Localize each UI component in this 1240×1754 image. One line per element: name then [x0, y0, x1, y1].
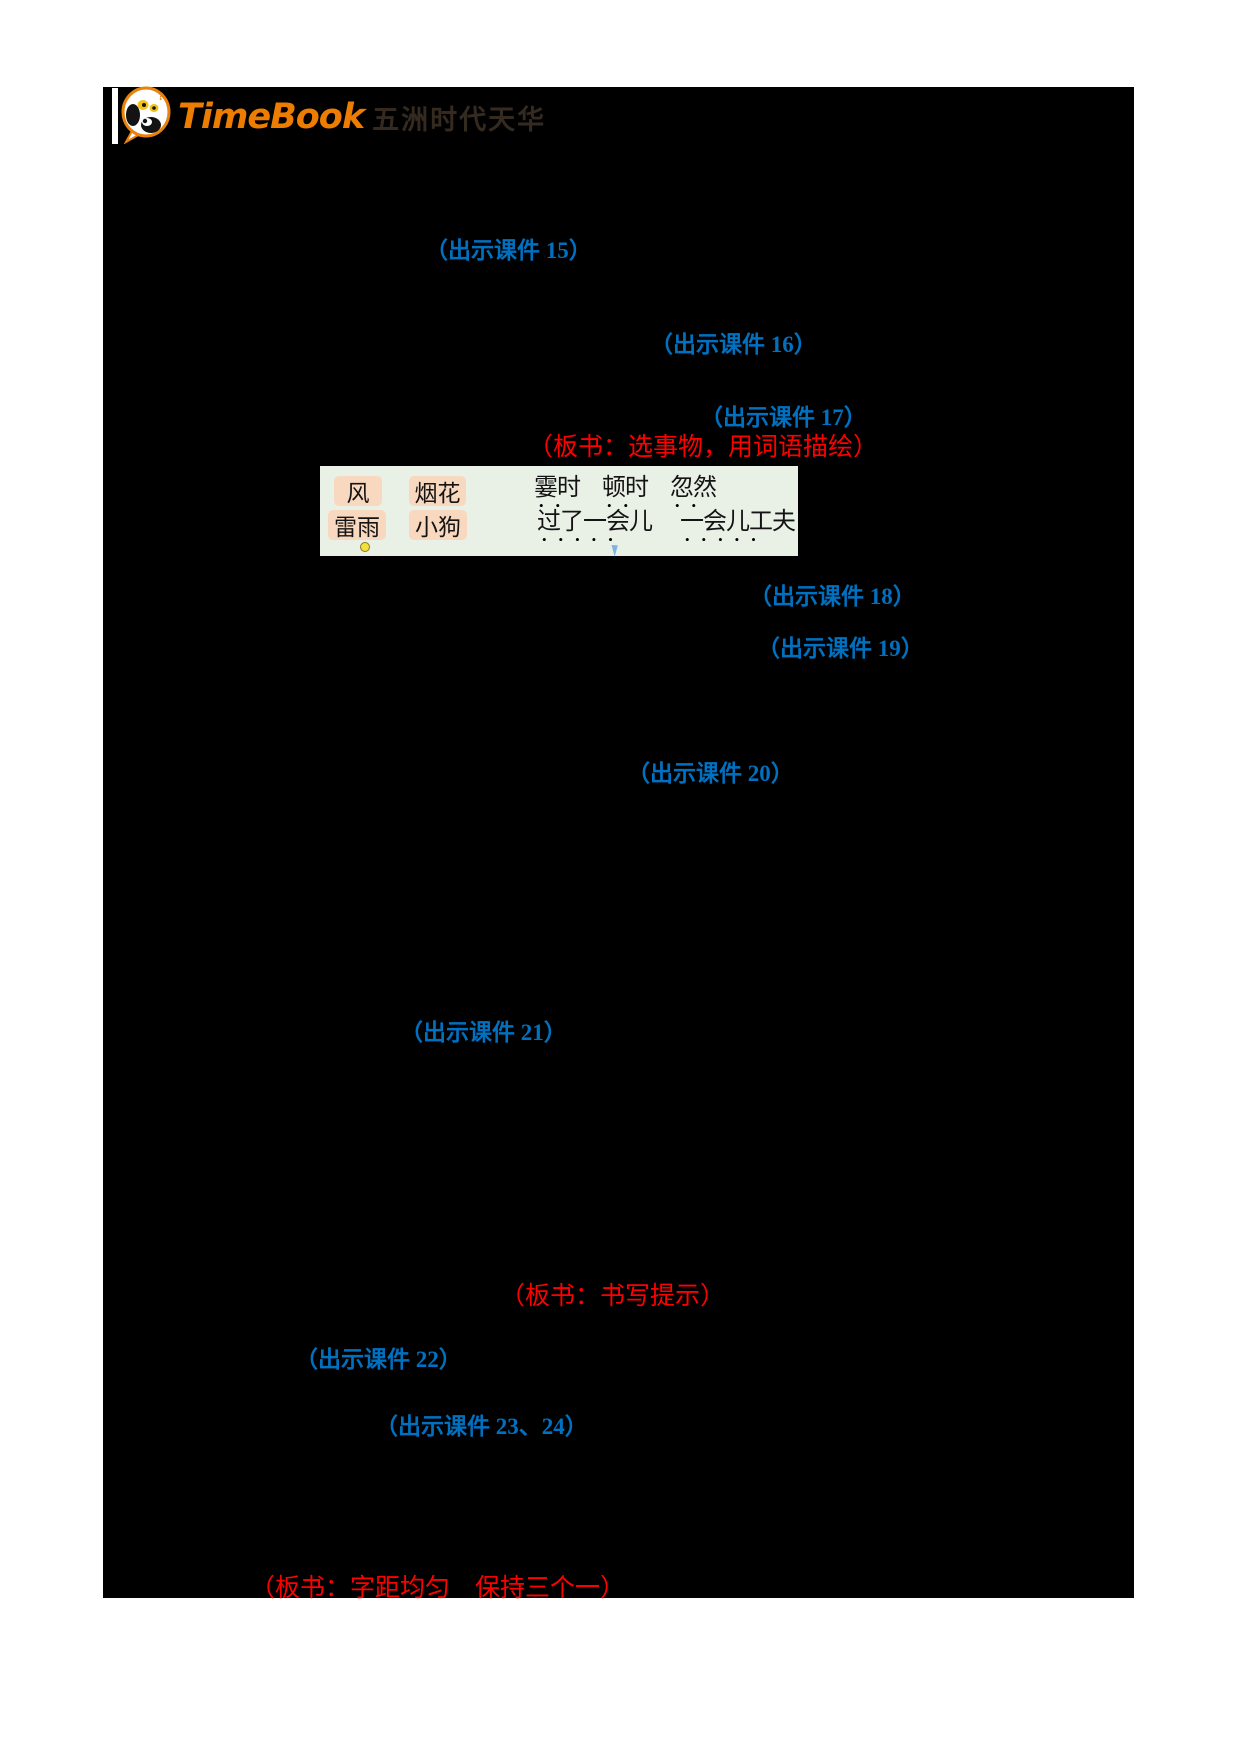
chip-label: 烟花 [414, 481, 461, 506]
emphasis-dots: ••••• [685, 532, 768, 547]
emphasis-dots: •• [675, 498, 709, 513]
courseware-note-22: （出示课件 22） [295, 1347, 462, 1372]
word-example-box: 风 烟花 雷雨 小狗 霎时 •• 顿时 •• 忽然 •• 过了一会儿 ••••• [320, 466, 798, 557]
word-text: 过了一会儿 [537, 509, 653, 535]
svg-text:?: ? [158, 89, 164, 103]
word-chip-puppy: 小狗 [409, 510, 467, 540]
board-note-spacing: （板书：字距均匀 保持三个一） [250, 1575, 626, 1602]
word-text: 霎时 [534, 475, 581, 501]
brand-name: TimeBook [178, 97, 365, 137]
board-note-word-choice: （板书：选事物，用词语描绘） [528, 434, 879, 461]
word-text: 顿时 [602, 475, 649, 501]
board-note-writing-tips: （板书：书写提示） [500, 1283, 726, 1310]
emphasized-word: 过了一会儿 ••••• [537, 509, 653, 547]
emphasized-word: 霎时 •• [534, 475, 581, 513]
courseware-note-15: （出示课件 15） [425, 238, 592, 263]
courseware-note-21: （出示课件 21） [400, 1020, 567, 1045]
courseware-note-20: （出示课件 20） [627, 761, 794, 786]
content-panel [103, 87, 1134, 1598]
time-words-row-2: 过了一会儿 ••••• 一会儿工夫 ••••• [537, 509, 796, 547]
courseware-note-18: （出示课件 18） [749, 584, 916, 609]
courseware-note-17: （出示课件 17） [700, 405, 867, 430]
word-text: 一会儿工夫 [680, 509, 796, 535]
word-chip-fireworks: 烟花 [409, 476, 466, 506]
timebook-logo: ? TimeBook 五洲时代天华 [112, 86, 547, 149]
dog-mascot-icon: ? [120, 86, 172, 149]
courseware-note-23-24: （出示课件 23、24） [375, 1414, 588, 1439]
brand-company-name: 五洲时代天华 [372, 104, 547, 136]
emphasis-dots: •• [539, 498, 573, 513]
word-chip-thunderstorm: 雷雨 [328, 510, 386, 540]
courseware-note-19: （出示课件 19） [757, 636, 924, 661]
word-chip-wind: 风 [334, 476, 382, 506]
logo-white-strip [112, 88, 118, 144]
chip-label: 风 [346, 481, 370, 506]
emphasized-word: 忽然 •• [670, 475, 717, 513]
word-text: 忽然 [670, 475, 717, 501]
chip-label: 雷雨 [334, 515, 380, 540]
courseware-note-16: （出示课件 16） [650, 332, 817, 357]
time-words-row-1: 霎时 •• 顿时 •• 忽然 •• [534, 475, 717, 513]
emphasis-dots: ••••• [542, 532, 625, 547]
emphasis-dots: •• [607, 498, 641, 513]
chip-label: 小狗 [415, 515, 461, 540]
emphasized-word: 顿时 •• [602, 475, 649, 513]
emphasized-word: 一会儿工夫 ••••• [680, 509, 796, 547]
highlight-dot-artifact [360, 542, 370, 552]
